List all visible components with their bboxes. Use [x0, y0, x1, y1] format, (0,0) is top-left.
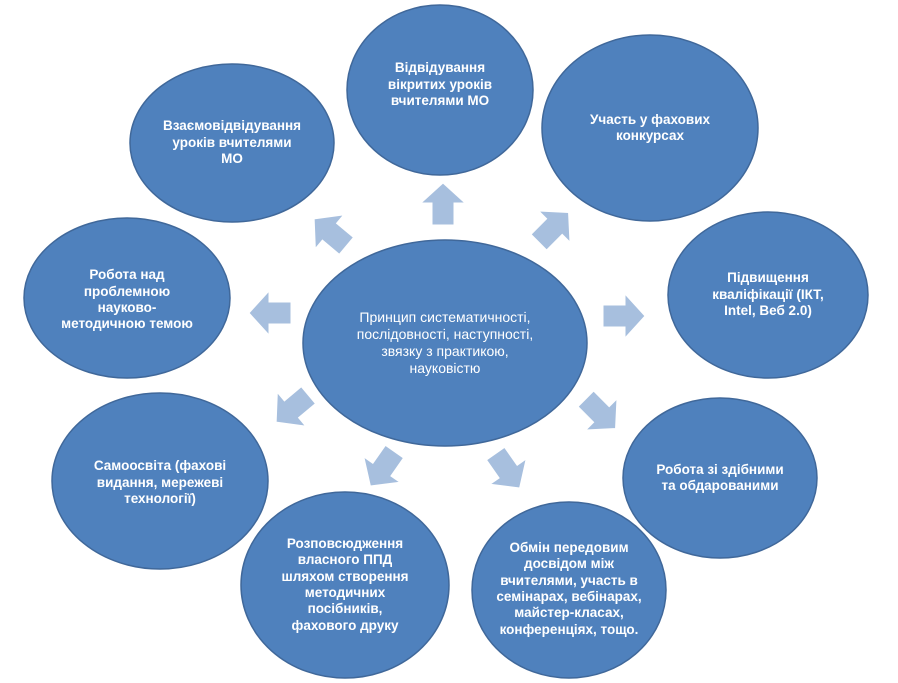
node-circle-7: [51, 392, 269, 570]
arrow-8: [248, 289, 292, 337]
node-circle-8: [23, 217, 231, 379]
arrow-6: [363, 444, 405, 487]
arrow-1: [419, 182, 467, 226]
arrow-2: [530, 210, 571, 251]
arrow-5: [485, 446, 527, 489]
node-circle-5: [471, 501, 667, 679]
center-circle: [302, 239, 588, 447]
node-circle-9: [129, 63, 335, 223]
node-circle-2: [541, 34, 759, 222]
arrow-3: [602, 292, 646, 340]
node-circle-3: [667, 211, 869, 379]
arrow-9: [313, 214, 355, 255]
node-circle-4: [622, 397, 818, 559]
arrow-7: [275, 386, 317, 427]
node-circle-1: [346, 4, 534, 176]
arrow-4: [577, 390, 618, 431]
node-circle-6: [240, 491, 450, 679]
